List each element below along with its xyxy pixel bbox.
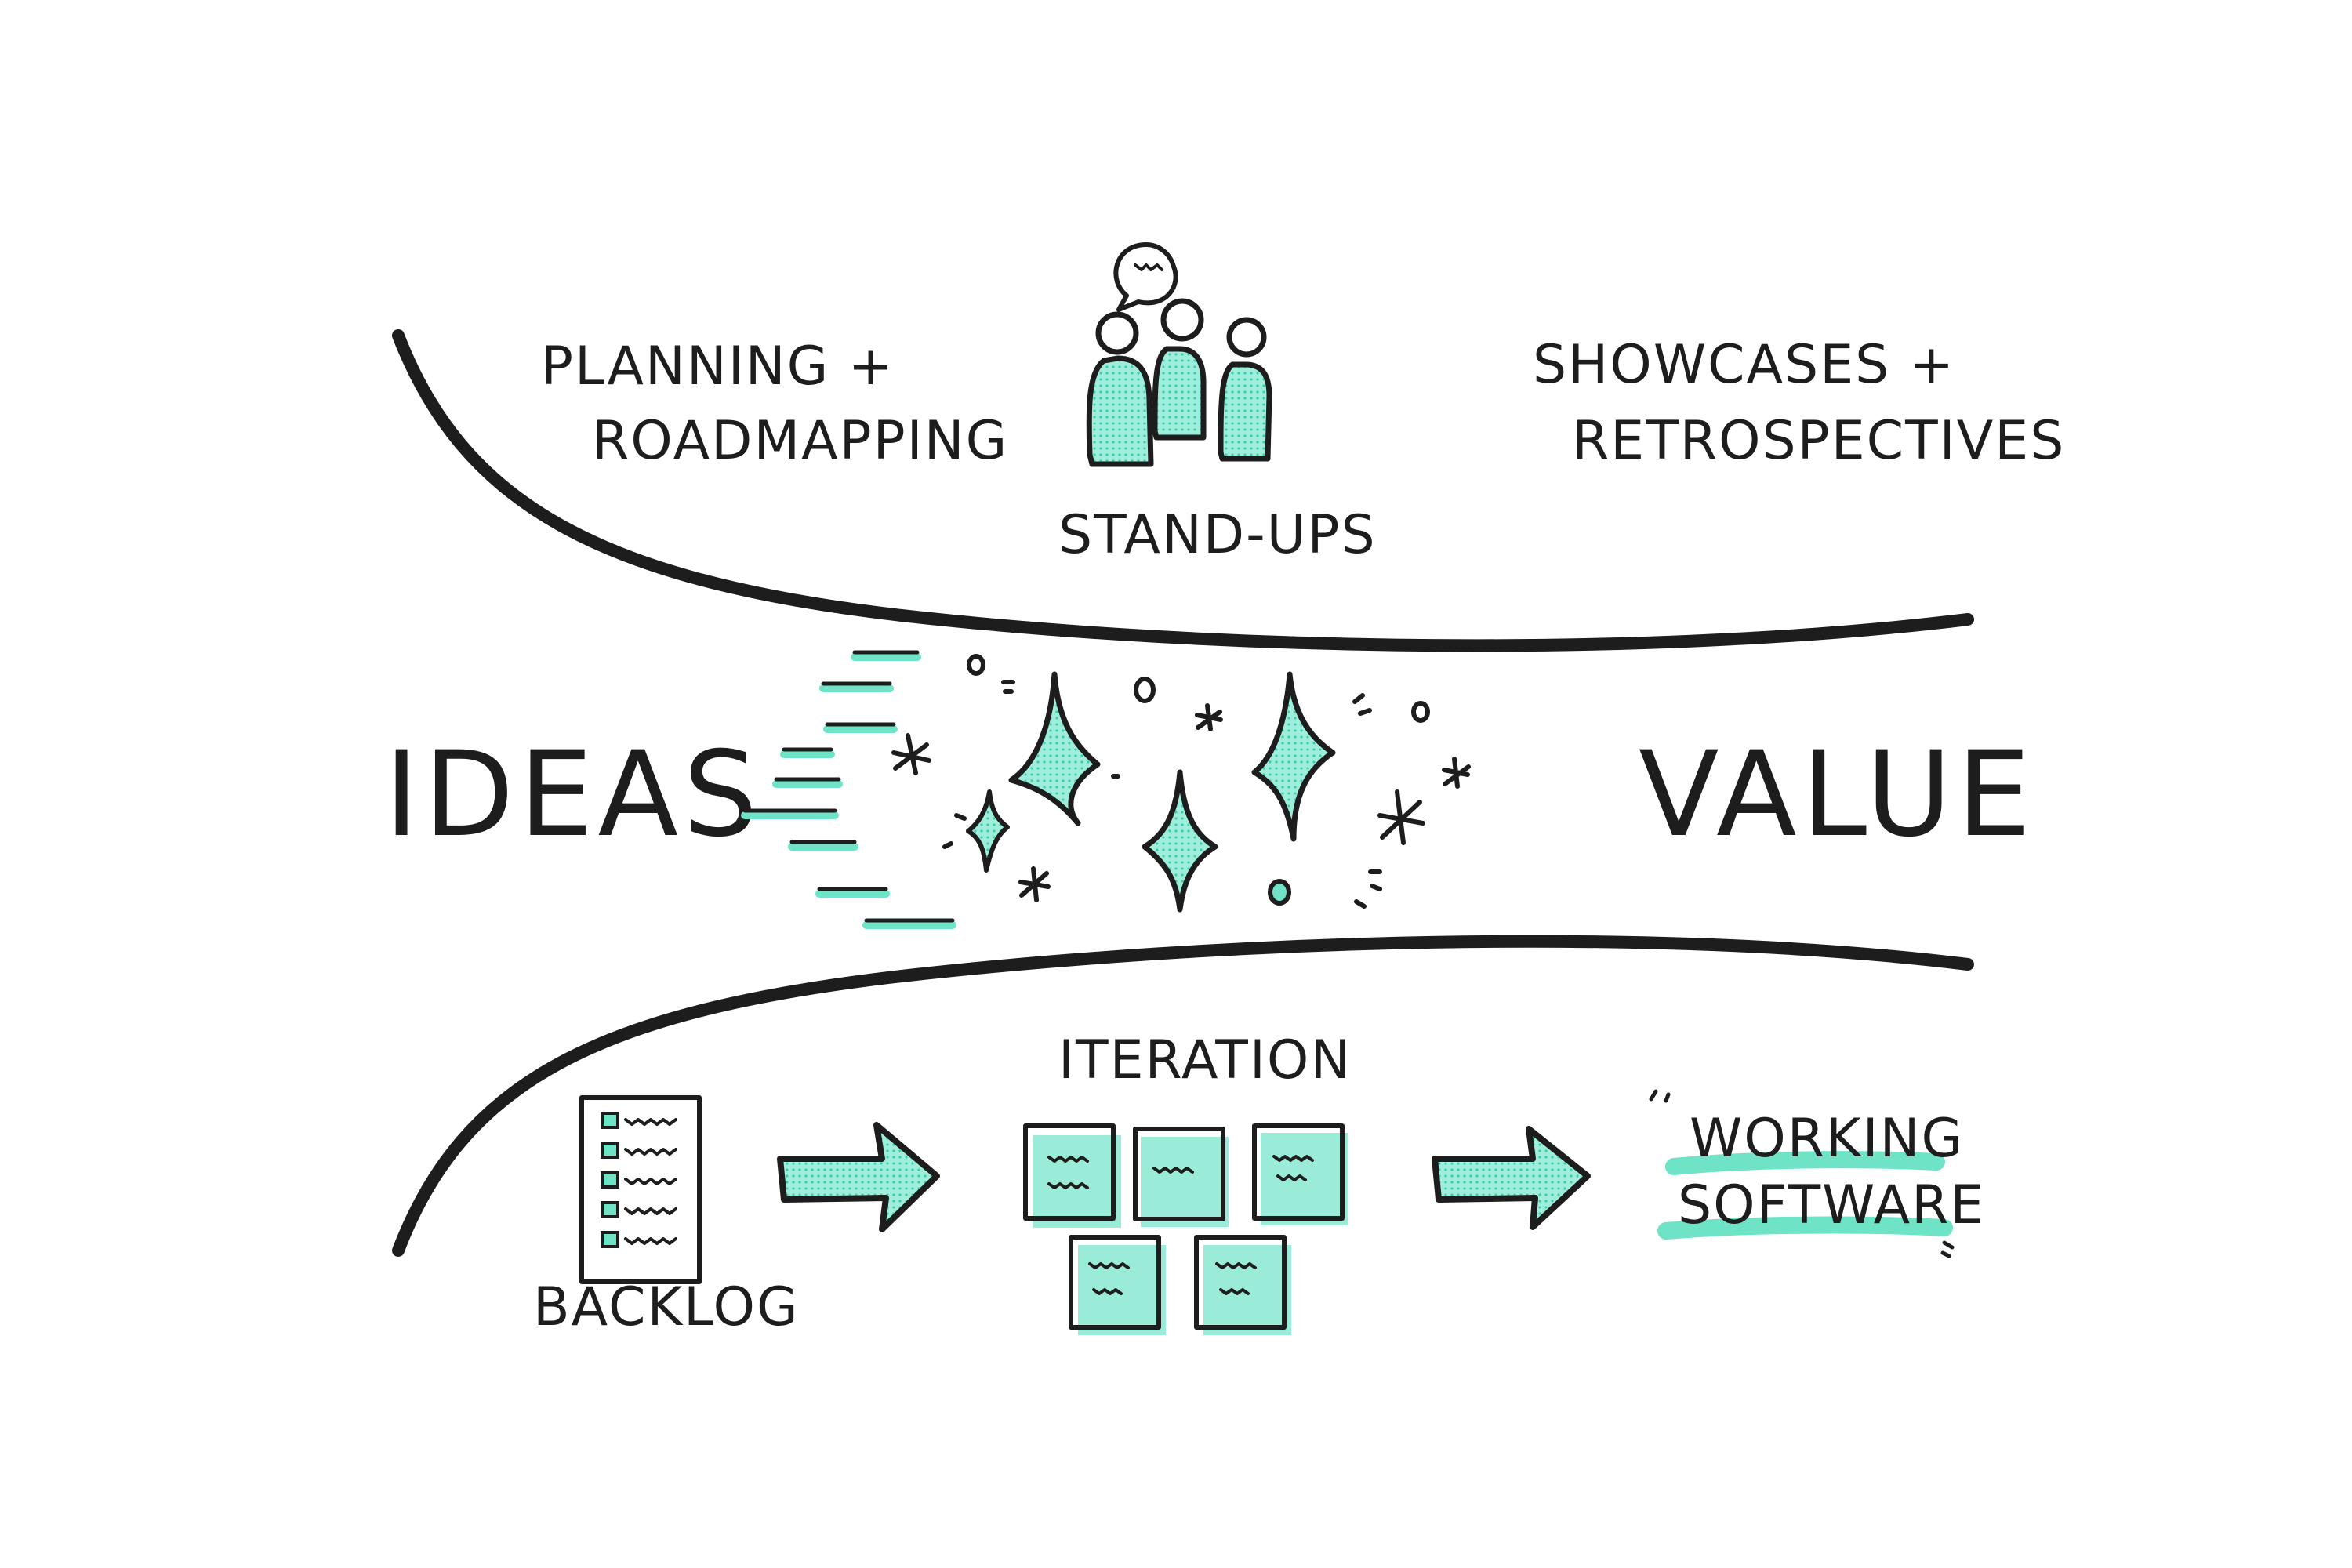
sparkle-large-3 bbox=[1142, 769, 1218, 913]
working-software-highlight bbox=[1649, 1089, 1955, 1258]
backlog-checklist-icon bbox=[579, 1095, 702, 1284]
funnel-bottom-curve bbox=[392, 935, 1974, 1257]
arrow-right-icon-2 bbox=[1432, 1126, 1591, 1230]
planning-label-line1: PLANNING + bbox=[541, 336, 895, 397]
sticky-notes-icon bbox=[1023, 1123, 1348, 1335]
sparkle-small bbox=[966, 789, 1010, 873]
standup-people-icon bbox=[1086, 242, 1272, 467]
planning-label-line2: ROADMAPPING bbox=[592, 410, 1008, 472]
funnel-top-curve bbox=[392, 329, 1974, 652]
speed-lines bbox=[741, 650, 956, 929]
value-label: VALUE bbox=[1639, 727, 2035, 863]
iteration-label: ITERATION bbox=[1058, 1029, 1352, 1091]
ideas-label: IDEAS bbox=[384, 727, 762, 863]
arrow-right-icon-1 bbox=[777, 1122, 940, 1232]
showcases-label-line2: RETROSPECTIVES bbox=[1572, 410, 2065, 472]
showcases-label-line1: SHOWCASES + bbox=[1533, 334, 1955, 396]
working-software-label-line2: SOFTWARE bbox=[1678, 1174, 1985, 1236]
sparkle-large-2 bbox=[1251, 671, 1336, 842]
working-software-label-line1: WORKING bbox=[1690, 1108, 1964, 1170]
sparkles-cluster bbox=[891, 654, 1471, 913]
sparkle-large-1 bbox=[1008, 671, 1101, 826]
standups-label: STAND-UPS bbox=[1058, 504, 1377, 566]
backlog-label: BACKLOG bbox=[533, 1276, 800, 1338]
